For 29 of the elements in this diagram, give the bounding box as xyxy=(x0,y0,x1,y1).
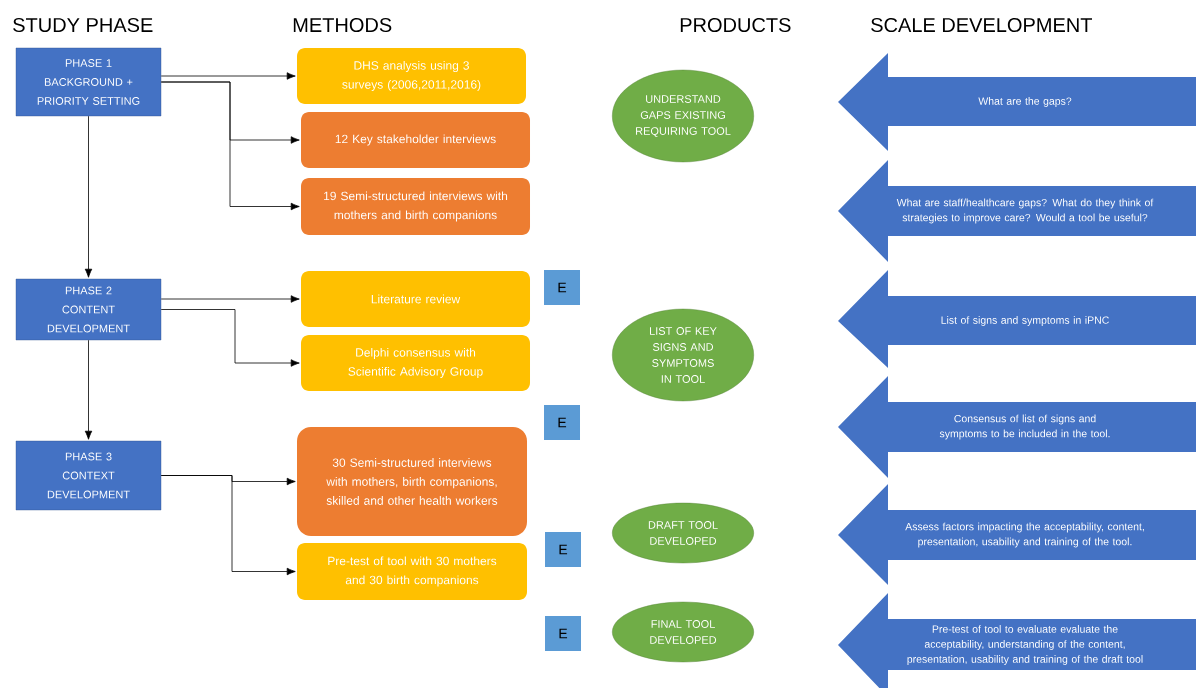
arrow-shaped-box: List of signs and symptoms in iPNC xyxy=(838,270,1196,368)
arrow xyxy=(84,339,93,440)
arrow-shaped-box: What are staff/healthcare gaps? What do they think of strategies to improve care? Would a tool be useful? xyxy=(838,160,1196,262)
method-box: 30 Semi-structured interviews with mothers, birth companions, skilled and other health workers xyxy=(297,427,527,536)
e-box: E xyxy=(544,405,580,440)
arrow-shaped-box: Pre-test of tool to evaluate evaluate the acceptability, understanding of the content, presentation, usability and training of the draft tool xyxy=(838,593,1196,688)
arrow xyxy=(160,81,300,211)
method-box: Literature review xyxy=(301,271,530,327)
method-box: Delphi consensus with Scientific Advisory Group xyxy=(301,335,530,391)
arrow xyxy=(160,72,296,80)
method-box: DHS analysis using 3 surveys (2006,2011,2016) xyxy=(297,48,526,104)
e-box: E xyxy=(544,270,580,305)
arrow xyxy=(160,475,296,576)
arrow xyxy=(160,309,300,367)
arrow-shaped-box: Consensus of list of signs and symptoms to be included in the tool. xyxy=(838,376,1196,478)
arrow-shaped-box: Assess factors impacting the acceptability, content, presentation, usability and training of the tool. xyxy=(838,484,1196,585)
column-heading: PRODUCTS xyxy=(680,17,791,33)
method-box: 12 Key stakeholder interviews xyxy=(301,112,530,168)
phase-box: PHASE 2 CONTENT DEVELOPMENT xyxy=(15,278,162,341)
arrow xyxy=(84,115,93,278)
method-box: Pre-test of tool with 30 mothers and 30 birth companions xyxy=(297,543,527,600)
arrow-shaped-box: What are the gaps? xyxy=(838,53,1196,151)
e-box: E xyxy=(545,532,581,567)
arrow xyxy=(160,295,300,303)
e-box: E xyxy=(545,616,581,651)
column-heading: SCALE DEVELOPMENT xyxy=(871,17,1092,33)
phase-box: PHASE 3 CONTEXT DEVELOPMENT xyxy=(15,440,162,511)
phase-box: PHASE 1 BACKGROUND + PRIORITY SETTING xyxy=(15,47,162,117)
method-box: 19 Semi-structured interviews with mothers and birth companions xyxy=(301,178,530,235)
